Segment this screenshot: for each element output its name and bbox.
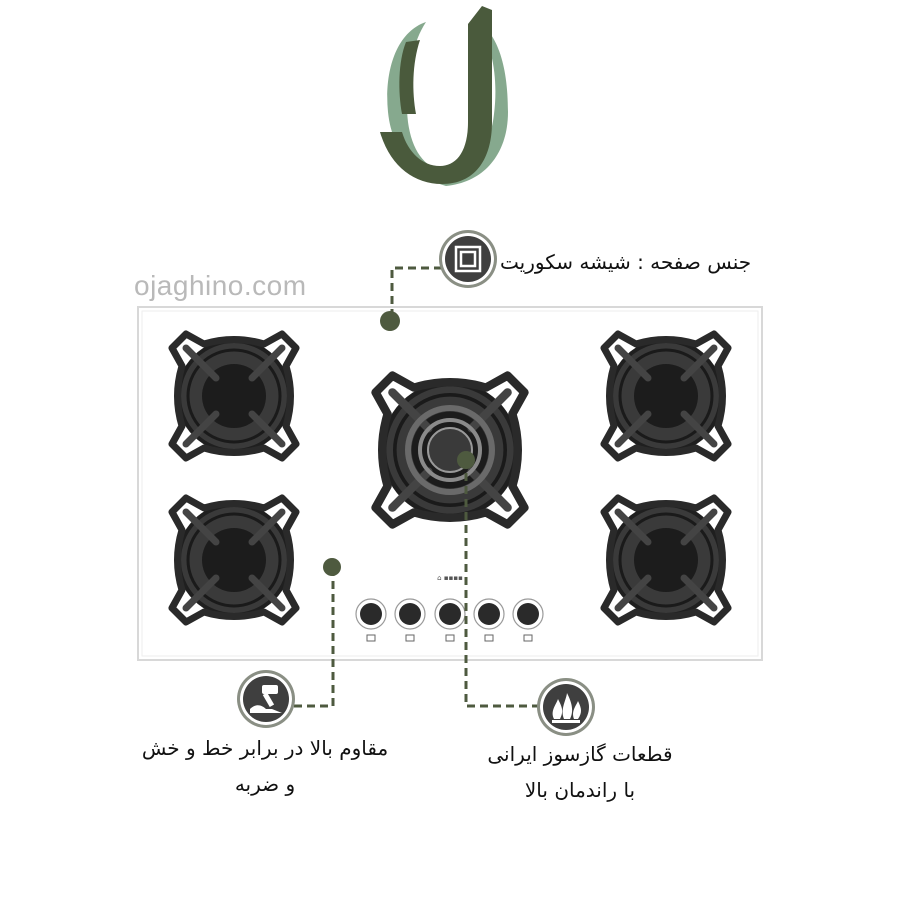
dot-glass	[380, 311, 400, 331]
leader-glass	[390, 266, 442, 320]
leader-impact	[292, 568, 335, 708]
glass-material-label: جنس صفحه : شیشه سکوریت	[500, 250, 752, 274]
tempered-glass-icon	[442, 233, 494, 285]
dot-burners	[457, 451, 475, 469]
site-watermark: ojaghino.com	[134, 270, 307, 301]
brand-logo	[380, 6, 508, 186]
svg-text:⌂ ▪▪▪▪: ⌂ ▪▪▪▪	[437, 574, 463, 582]
dot-impact	[323, 558, 341, 576]
burner-top-left	[172, 334, 296, 458]
burners-line-1: قطعات گازسوز ایرانی	[487, 742, 673, 766]
flame-burner-icon	[540, 681, 592, 733]
burners-line-2: با راندمان بالا	[524, 778, 636, 802]
burner-bottom-left	[172, 498, 296, 622]
burner-center-wok	[376, 376, 525, 525]
impact-line-2: و ضربه	[234, 772, 296, 796]
burner-bottom-right	[604, 498, 728, 622]
impact-line-1: مقاوم بالا در برابر خط و خش	[141, 736, 389, 760]
burner-parts-label: قطعات گازسوز ایرانی با راندمان بالا	[460, 736, 700, 808]
hammer-impact-icon	[240, 673, 292, 725]
leader-burners	[464, 460, 540, 708]
impact-resistance-label: مقاوم بالا در برابر خط و خش و ضربه	[130, 730, 400, 802]
burner-top-right	[604, 334, 728, 458]
